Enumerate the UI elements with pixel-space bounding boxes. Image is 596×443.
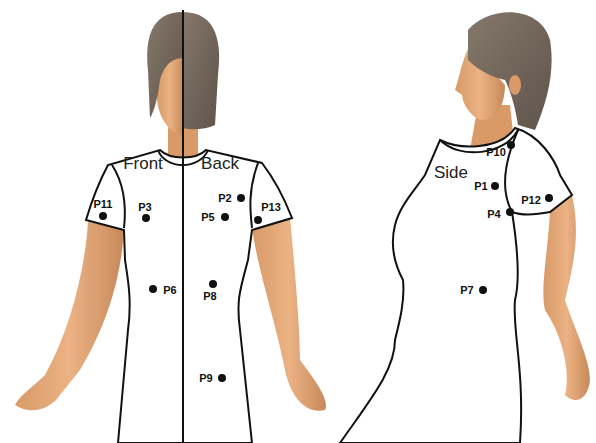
point-label: P4 bbox=[487, 209, 500, 220]
collar bbox=[440, 130, 518, 152]
point-dot bbox=[545, 194, 553, 202]
point-dot bbox=[99, 212, 107, 220]
point-dot bbox=[209, 280, 217, 288]
arm bbox=[252, 218, 326, 411]
point-label: P10 bbox=[486, 147, 506, 158]
point-label: P13 bbox=[261, 202, 281, 213]
dress-outline bbox=[86, 150, 292, 443]
point-label: P2 bbox=[218, 193, 231, 204]
point-label: P1 bbox=[474, 181, 487, 192]
hair bbox=[468, 12, 552, 130]
point-label: P6 bbox=[163, 285, 176, 296]
point-label: P11 bbox=[94, 199, 113, 210]
point-label: P12 bbox=[521, 195, 541, 206]
point-dot bbox=[506, 208, 514, 216]
view-label: Back bbox=[201, 155, 239, 172]
measurement-points bbox=[99, 141, 553, 382]
point-label: P5 bbox=[201, 212, 214, 223]
point-label: P7 bbox=[460, 285, 473, 296]
point-dot bbox=[479, 286, 487, 294]
dress-outline bbox=[340, 128, 572, 443]
sleeve-seam bbox=[112, 165, 125, 228]
arm bbox=[543, 195, 590, 400]
view-label: Front bbox=[123, 155, 163, 172]
divider-line bbox=[182, 10, 184, 443]
point-dot bbox=[149, 285, 157, 293]
point-dot bbox=[507, 141, 515, 149]
point-dot bbox=[254, 216, 262, 224]
point-label: P3 bbox=[138, 202, 151, 213]
point-dot bbox=[142, 214, 150, 222]
point-dot bbox=[218, 374, 226, 382]
view-label: Side bbox=[434, 164, 468, 181]
point-dot bbox=[237, 194, 245, 202]
ear bbox=[509, 75, 521, 95]
front-back-figure bbox=[15, 10, 326, 443]
arm bbox=[15, 222, 124, 410]
point-label: P9 bbox=[199, 373, 212, 384]
side-figure bbox=[340, 12, 590, 443]
point-label: P8 bbox=[203, 291, 216, 302]
sleeve-seam bbox=[505, 130, 518, 212]
point-dot bbox=[221, 213, 229, 221]
point-dot bbox=[491, 182, 499, 190]
hair bbox=[183, 12, 219, 129]
hair bbox=[147, 12, 183, 118]
